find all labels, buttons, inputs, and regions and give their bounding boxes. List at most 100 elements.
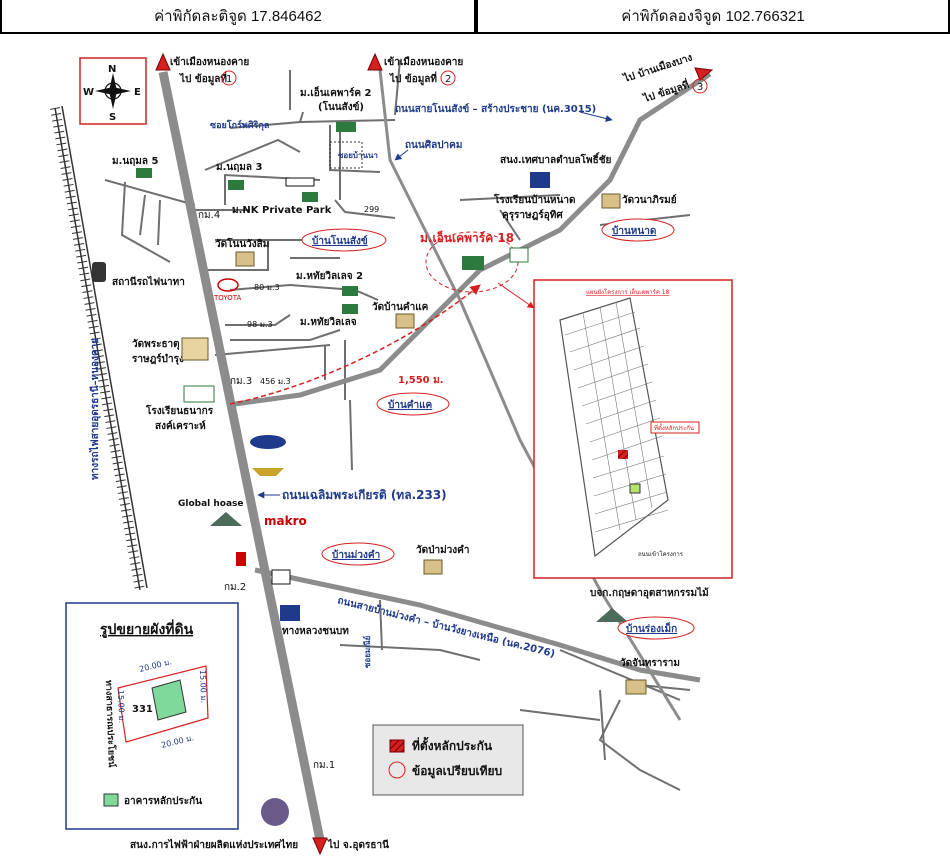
top-left-num: 1 <box>226 74 232 85</box>
egat-logo <box>261 798 289 826</box>
toyota-icon <box>217 278 239 292</box>
label-school-ban-nat: โรงเรียนบ้านหนาด <box>493 193 575 206</box>
land-building-shape <box>151 679 187 721</box>
chevrolet-icon <box>252 468 284 476</box>
road-soi-kam: ซอยมณีย์ <box>362 635 372 668</box>
house-icon <box>302 192 318 202</box>
ref-circle-1 <box>221 70 237 86</box>
house-icon <box>136 168 152 178</box>
longitude-text: ค่าพิกัดลองจิจูด 102.766321 <box>621 8 805 25</box>
label-km1: กม.1 <box>313 760 335 771</box>
top-mid-ref: ไป ข้อมูลที่ <box>389 71 437 86</box>
factory-icon <box>285 177 315 187</box>
compass-n: N <box>108 64 116 75</box>
land-left-dim: 15.00 ม. <box>116 690 126 724</box>
road-railway: ทางรถไฟสายอุดรธานี–หนองคาย <box>88 338 101 480</box>
warehouse-icon <box>210 512 242 526</box>
train-icon <box>92 262 106 282</box>
village-badge-non-sung: บ้านโนนสังข์ <box>301 228 387 252</box>
village-badge-muang-kham: บ้านม่วงคำ <box>321 542 395 566</box>
ref-circle-2 <box>440 70 456 86</box>
compass-w: W <box>83 87 94 98</box>
land-plot-diagram: รูปขยายผังที่ดิน 331 20.00 ม. 15.00 ม. 2… <box>65 602 239 830</box>
compass-rose: N S E W <box>79 57 147 125</box>
label-ban-nat: บ้านหนาด <box>612 225 656 237</box>
road-sin-pakom-arrow <box>394 149 409 161</box>
location-map[interactable]: N S E W เข้าเมืองหนองคาย ไป ข้อมูลที่ 1 … <box>0 34 950 862</box>
label-addr-98: 98 ม.3 <box>247 320 273 329</box>
village-badge-ban-nat: บ้านหนาด <box>601 218 675 242</box>
label-wat-phra2: ราษฎร์บำรุง <box>132 353 184 365</box>
legend-building-label: อาคารหลักประกัน <box>124 795 202 807</box>
land-title: รูปขยายผังที่ดิน <box>100 619 194 638</box>
road-non-sung-arrow <box>579 111 613 122</box>
label-m-thai-2: ม.หทัยวิลเลจ 2 <box>296 270 363 282</box>
road-sin-pakom: ถนนศิลปาคม <box>405 139 462 151</box>
inset-plan[interactable]: แผนผังโครงการ เอ็นเคพาร์ค 18 ที่ตั้งหลัก… <box>533 279 733 579</box>
house-icon <box>228 180 244 190</box>
label-toyota: TOYOTA <box>213 294 242 302</box>
road-non-sung: ถนนสายโนนสังข์ – สร้างประชาย (นค.3015) <box>395 102 596 115</box>
label-nk-private: ม.NK Private Park <box>232 205 332 216</box>
label-nu-kun5: ม.นฤมล 5 <box>112 156 158 167</box>
inset-road-label: ถนนเข้าโครงการ <box>638 550 684 558</box>
temple-icon <box>235 251 255 267</box>
label-bo-kor: บจก.กฤษดาอุตสาหกรรมไม้ <box>590 586 709 599</box>
label-wat-chan: วัดจันทราราม <box>620 657 680 669</box>
road-khong-ko: ซอยโกร์พศิริกุล <box>210 119 269 131</box>
longitude-cell: ค่าพิกัดลองจิจูด 102.766321 <box>476 0 950 34</box>
temple-icon <box>395 313 415 329</box>
land-right-dim: 15.00 ม. <box>198 670 208 704</box>
building-icon <box>280 605 300 621</box>
label-egat: สนง.การไฟฟ้าฝ่ายผลิตแห่งประเทศไทย <box>130 838 298 851</box>
land-side-road: ทางสาธารณประโยชน์ <box>103 680 118 769</box>
inset-building-marker <box>629 483 641 494</box>
label-local-road: ทางหลวงชนบท <box>282 626 349 637</box>
school-icon <box>183 385 215 403</box>
label-km4: กม.4 <box>198 210 220 221</box>
label-school-thana: โรงเรียนธนากร <box>145 404 214 417</box>
land-lot-number: 331 <box>132 704 153 715</box>
label-ban-kham-kae: บ้านคำแค <box>388 399 433 411</box>
label-tessaban: สนง.เทศบาลตำบลโพธิ์ชัย <box>500 152 612 166</box>
label-school-ban-nat2: คุรุราษฎร์อุทิศ <box>502 209 563 221</box>
label-ban-muang-kham: บ้านม่วงคำ <box>332 549 380 561</box>
house-icon <box>342 304 358 314</box>
legend-collateral: ที่ตั้งหลักประกัน <box>412 736 493 753</box>
railway-line <box>50 105 148 591</box>
inset-pointer <box>497 282 535 309</box>
temple-icon <box>181 337 209 361</box>
label-addr-299: 299 <box>364 205 379 214</box>
highway-233 <box>155 52 714 856</box>
label-wat-non: วัดโนนวังสิม <box>215 237 269 250</box>
label-wat-pa-muang: วัดป่าม่วงคำ <box>416 544 469 556</box>
latitude-cell: ค่าพิกัดละติจูด 17.846462 <box>0 0 476 34</box>
coordinate-bar: ค่าพิกัดละติจูด 17.846462 ค่าพิกัดลองจิจ… <box>0 0 950 34</box>
label-to-udon: ไป จ.อุดรธานี <box>327 838 389 851</box>
inset-lot-label: ที่ตั้งหลักประกัน <box>654 422 694 432</box>
label-wat-wana: วัดวนาภิรมย์ <box>622 194 677 206</box>
label-ban-rong-mek: บ้านร่องเม็ก <box>626 621 677 635</box>
temple-icon <box>601 193 621 209</box>
inset-plot-grid <box>564 301 669 533</box>
top-mid-num: 2 <box>445 74 451 85</box>
map-legend: ที่ตั้งหลักประกัน ข้อมูลเปรียบเทียบ <box>372 724 524 796</box>
label-ban-non-sung: บ้านโนนสังข์ <box>312 234 368 247</box>
temple-icon <box>625 679 647 695</box>
label-global-house: Global hoase <box>178 499 244 509</box>
road-233: ถนนเฉลิมพระเกียรติ (ทล.233) <box>282 488 447 502</box>
label-distance: 1,550 ม. <box>398 375 444 386</box>
house-icon <box>342 286 358 296</box>
inset-title: แผนผังโครงการ เอ็นเคพาร์ค 18 <box>586 287 670 296</box>
label-m-thai: ม.หทัยวิลเลจ <box>300 316 357 328</box>
suzuki-icon <box>236 552 246 566</box>
village-badge-kham-kae: บ้านคำแค <box>376 392 450 416</box>
route-to-subject <box>229 284 481 405</box>
ref-circle-3 <box>692 78 708 94</box>
village-badge-rong-mek: บ้านร่องเม็ก <box>617 616 695 640</box>
legend-comparison-swatch <box>388 761 406 779</box>
mazda-icon <box>271 569 291 585</box>
label-subject: ม.เอ็นเคพาร์ค 18 <box>420 230 514 245</box>
subject-property-marker[interactable]: ม.เอ็นเคพาร์ค 18 <box>420 230 529 293</box>
top-right-dir: ไป บ้านเมืองบาง <box>621 50 694 85</box>
